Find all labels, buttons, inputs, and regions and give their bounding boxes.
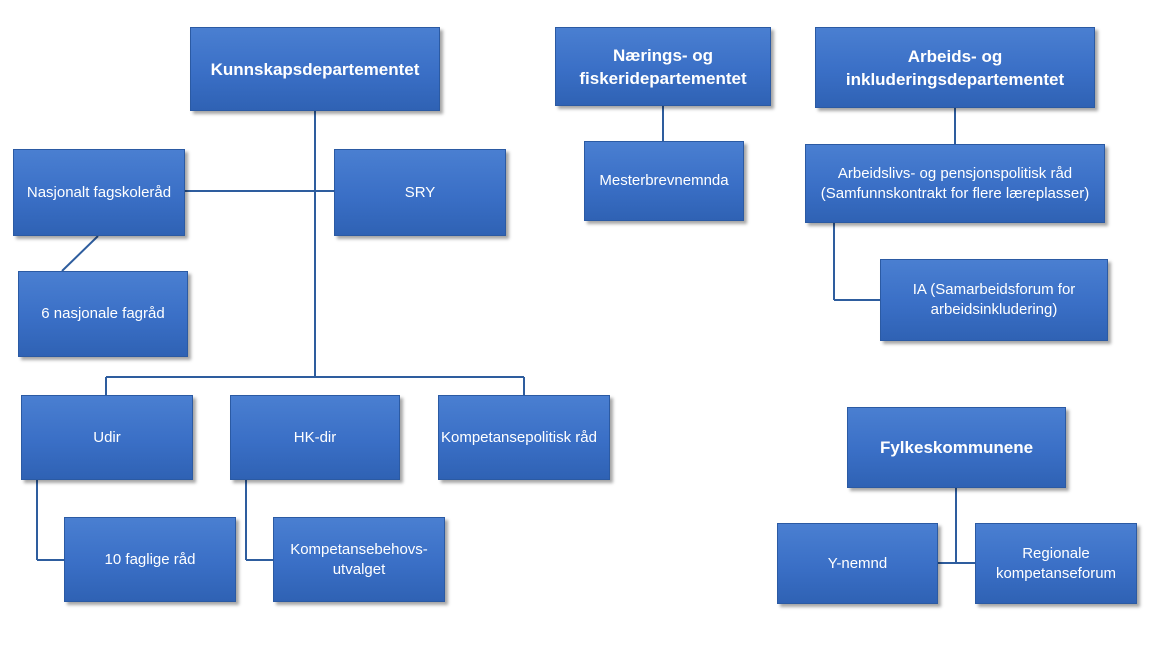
node-label: Regionale kompetanseforum xyxy=(995,544,1117,582)
node-naerings-og-fiskeridepartementet[interactable]: Nærings- og fiskeridepartementet xyxy=(555,27,771,106)
node-ia-samarbeidsforum[interactable]: IA (Samarbeidsforum for arbeidsinkluderi… xyxy=(880,259,1108,341)
node-label: 6 nasjonale fagråd xyxy=(41,305,165,322)
node-label: Kunnskapsdepartementet xyxy=(210,59,420,79)
node-label: Y-nemnd xyxy=(827,554,888,572)
node-udir[interactable]: Udir xyxy=(21,395,193,480)
node-mesterbrevnemnda[interactable]: Mesterbrevnemnda xyxy=(584,141,744,221)
node-6-nasjonale-fagraad[interactable]: 6 nasjonale fagråd xyxy=(18,271,188,357)
node-sry[interactable]: SRY xyxy=(334,149,506,236)
node-kunnskapsdepartementet[interactable]: Kunnskapsdepartementet xyxy=(190,27,440,111)
node-label: Nasjonalt fagskoleråd xyxy=(26,183,172,201)
node-label: Arbeidslivs- og pensjonspolitisk råd (Sa… xyxy=(820,164,1090,202)
node-hk-dir[interactable]: HK-dir xyxy=(230,395,400,480)
node-label: 10 faglige råd xyxy=(104,550,196,568)
node-y-nemnd[interactable]: Y-nemnd xyxy=(777,523,938,604)
connector-nfr-fagrad xyxy=(61,235,99,272)
node-fylkeskommunene[interactable]: Fylkeskommunene xyxy=(847,407,1066,488)
node-kompetansebehovsutvalget[interactable]: Kompetansebehovs-utvalget xyxy=(273,517,445,602)
node-arbeids-og-inkluderingsdepartementet[interactable]: Arbeids- og inkluderingsdepartementet xyxy=(815,27,1095,108)
node-nasjonalt-fagskoleraad[interactable]: Nasjonalt fagskoleråd xyxy=(13,149,185,236)
node-label: Kompetansepolitisk råd xyxy=(441,428,597,446)
node-label: Udir xyxy=(93,428,121,446)
node-label: HK-dir xyxy=(293,428,337,446)
node-label: Nærings- og fiskeridepartementet xyxy=(579,45,747,88)
node-label: Arbeids- og inkluderingsdepartementet xyxy=(845,46,1065,89)
node-arbeidslivs-og-pensjonspolitisk-raad[interactable]: Arbeidslivs- og pensjonspolitisk råd (Sa… xyxy=(805,144,1105,223)
node-label: Mesterbrevnemnda xyxy=(599,172,729,189)
node-label: Fylkeskommunene xyxy=(879,438,1034,457)
node-label: Kompetansebehovs-utvalget xyxy=(290,540,428,578)
node-kompetansepolitisk-raad[interactable]: Kompetansepolitisk råd xyxy=(438,395,610,480)
node-10-faglige-raad[interactable]: 10 faglige råd xyxy=(64,517,236,602)
node-label: IA (Samarbeidsforum for arbeidsinkluderi… xyxy=(912,281,1076,318)
node-label: SRY xyxy=(404,183,436,201)
node-regionale-kompetanseforum[interactable]: Regionale kompetanseforum xyxy=(975,523,1137,604)
